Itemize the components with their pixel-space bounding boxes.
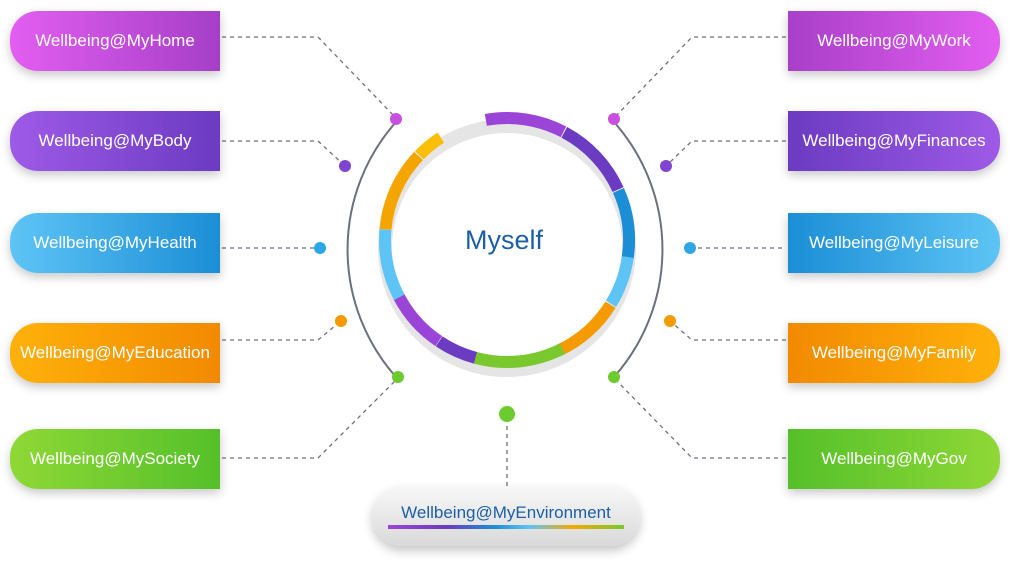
node-society: Wellbeing@MySociety [10, 429, 220, 489]
center-label: Myself [464, 224, 543, 255]
node-home-label: Wellbeing@MyHome [35, 31, 195, 50]
connector-gov [613, 377, 786, 459]
left-arc [346, 121, 397, 378]
center-node: Myself [404, 140, 604, 340]
node-health-label: Wellbeing@MyHealth [33, 233, 197, 252]
node-family-label: Wellbeing@MyFamily [811, 343, 977, 362]
ring-segment-green [379, 112, 635, 368]
connector-work [613, 36, 786, 119]
connector-finances [665, 140, 786, 167]
ring-segment-yellow-top [379, 112, 635, 368]
connector-family [669, 320, 786, 341]
node-work-label: Wellbeing@MyWork [817, 31, 971, 50]
ring-segment-blue-right [379, 112, 635, 368]
ring-segment-orange-right [379, 112, 635, 368]
node-finances-label: Wellbeing@MyFinances [802, 131, 986, 150]
dot-society [392, 371, 404, 383]
node-leisure-label: Wellbeing@MyLeisure [808, 233, 980, 252]
node-society-label: Wellbeing@MySociety [29, 449, 200, 468]
dot-leisure [684, 242, 696, 254]
dot-body [339, 160, 351, 172]
node-health: Wellbeing@MyHealth [10, 213, 220, 273]
node-body: Wellbeing@MyBody [10, 111, 220, 171]
connector-education [222, 320, 342, 341]
connector-body [222, 140, 346, 167]
node-leisure: Wellbeing@MyLeisure [788, 213, 1000, 273]
node-body-label: Wellbeing@MyBody [38, 131, 192, 150]
connector-society [222, 377, 399, 459]
node-gov: Wellbeing@MyGov [788, 429, 1000, 489]
node-education-label: Wellbeing@MyEducation [20, 343, 210, 362]
connector-home [222, 36, 397, 119]
ring-segment-orange-left [378, 112, 635, 368]
dot-education [335, 315, 347, 327]
ring-segment-lightblue-right [379, 112, 635, 368]
node-home: Wellbeing@MyHome [10, 11, 220, 71]
dot-gov [608, 371, 620, 383]
node-finances: Wellbeing@MyFinances [788, 111, 1000, 171]
dot-health [314, 242, 326, 254]
node-environment-label: Wellbeing@MyEnvironment [401, 503, 611, 522]
dot-home [390, 113, 402, 125]
node-work: Wellbeing@MyWork [788, 11, 1000, 71]
node-gov-label: Wellbeing@MyGov [821, 449, 967, 468]
node-education: Wellbeing@MyEducation [10, 323, 220, 383]
node-environment: Wellbeing@MyEnvironment [372, 486, 640, 546]
node-family: Wellbeing@MyFamily [788, 323, 1000, 383]
right-arc [613, 121, 664, 378]
environment-underline [388, 525, 624, 529]
dot-environment [499, 406, 515, 422]
dot-work [608, 113, 620, 125]
dot-finances [660, 160, 672, 172]
ring-segment-purple-left [379, 112, 635, 368]
dot-family [664, 315, 676, 327]
ring-segment-violet-bottom [379, 112, 635, 368]
